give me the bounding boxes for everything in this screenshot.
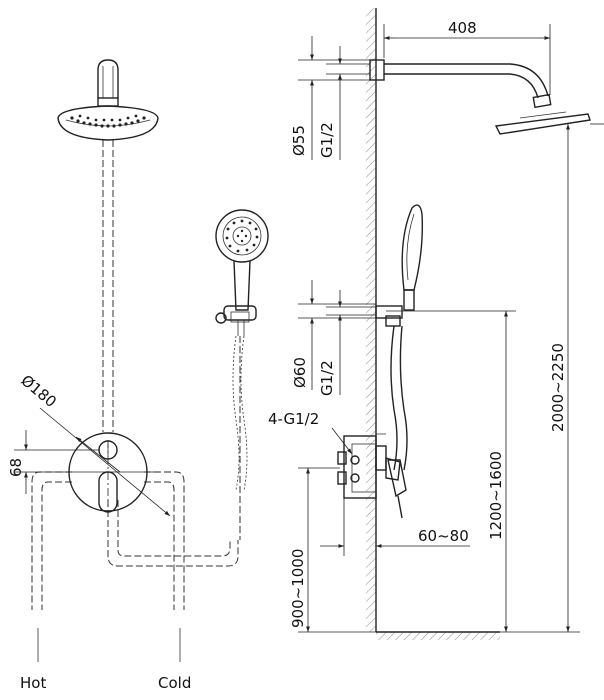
- arm-thread-label: G1/2: [318, 122, 336, 158]
- handshower-flange-diameter-label: Ø60: [291, 357, 309, 388]
- valve-height-label: 900~1000: [289, 549, 307, 628]
- side-valve-box: [337, 433, 401, 499]
- cold-label: Cold: [158, 674, 191, 692]
- valve-depth-label: 60~80: [418, 527, 469, 545]
- side-shower-arm: [369, 59, 591, 135]
- front-valve-plate: [56, 432, 160, 513]
- total-height-label: 2000~2250: [549, 343, 567, 432]
- front-hand-shower: [215, 209, 269, 540]
- arm-length-label: 408: [448, 19, 477, 37]
- handle-offset-label: 68: [7, 458, 25, 477]
- valve-connections-label: 4-G1/2: [268, 410, 319, 428]
- hot-label: Hot: [20, 674, 46, 692]
- wall-flange-diameter-label: Ø55: [290, 125, 308, 156]
- side-hand-shower: [375, 204, 423, 519]
- front-shower-arm: [97, 59, 119, 107]
- front-view: Ø180 68 Hot Cold: [7, 59, 269, 692]
- side-view: 408 Ø55 G1/2 Ø60: [268, 8, 604, 640]
- handshower-thread-label: G1/2: [318, 360, 336, 396]
- plate-diameter-label: Ø180: [17, 371, 60, 411]
- front-supply-pipes: [31, 471, 239, 662]
- front-shower-head: [57, 105, 159, 141]
- slide-bar-height-label: 1200~1600: [487, 451, 505, 540]
